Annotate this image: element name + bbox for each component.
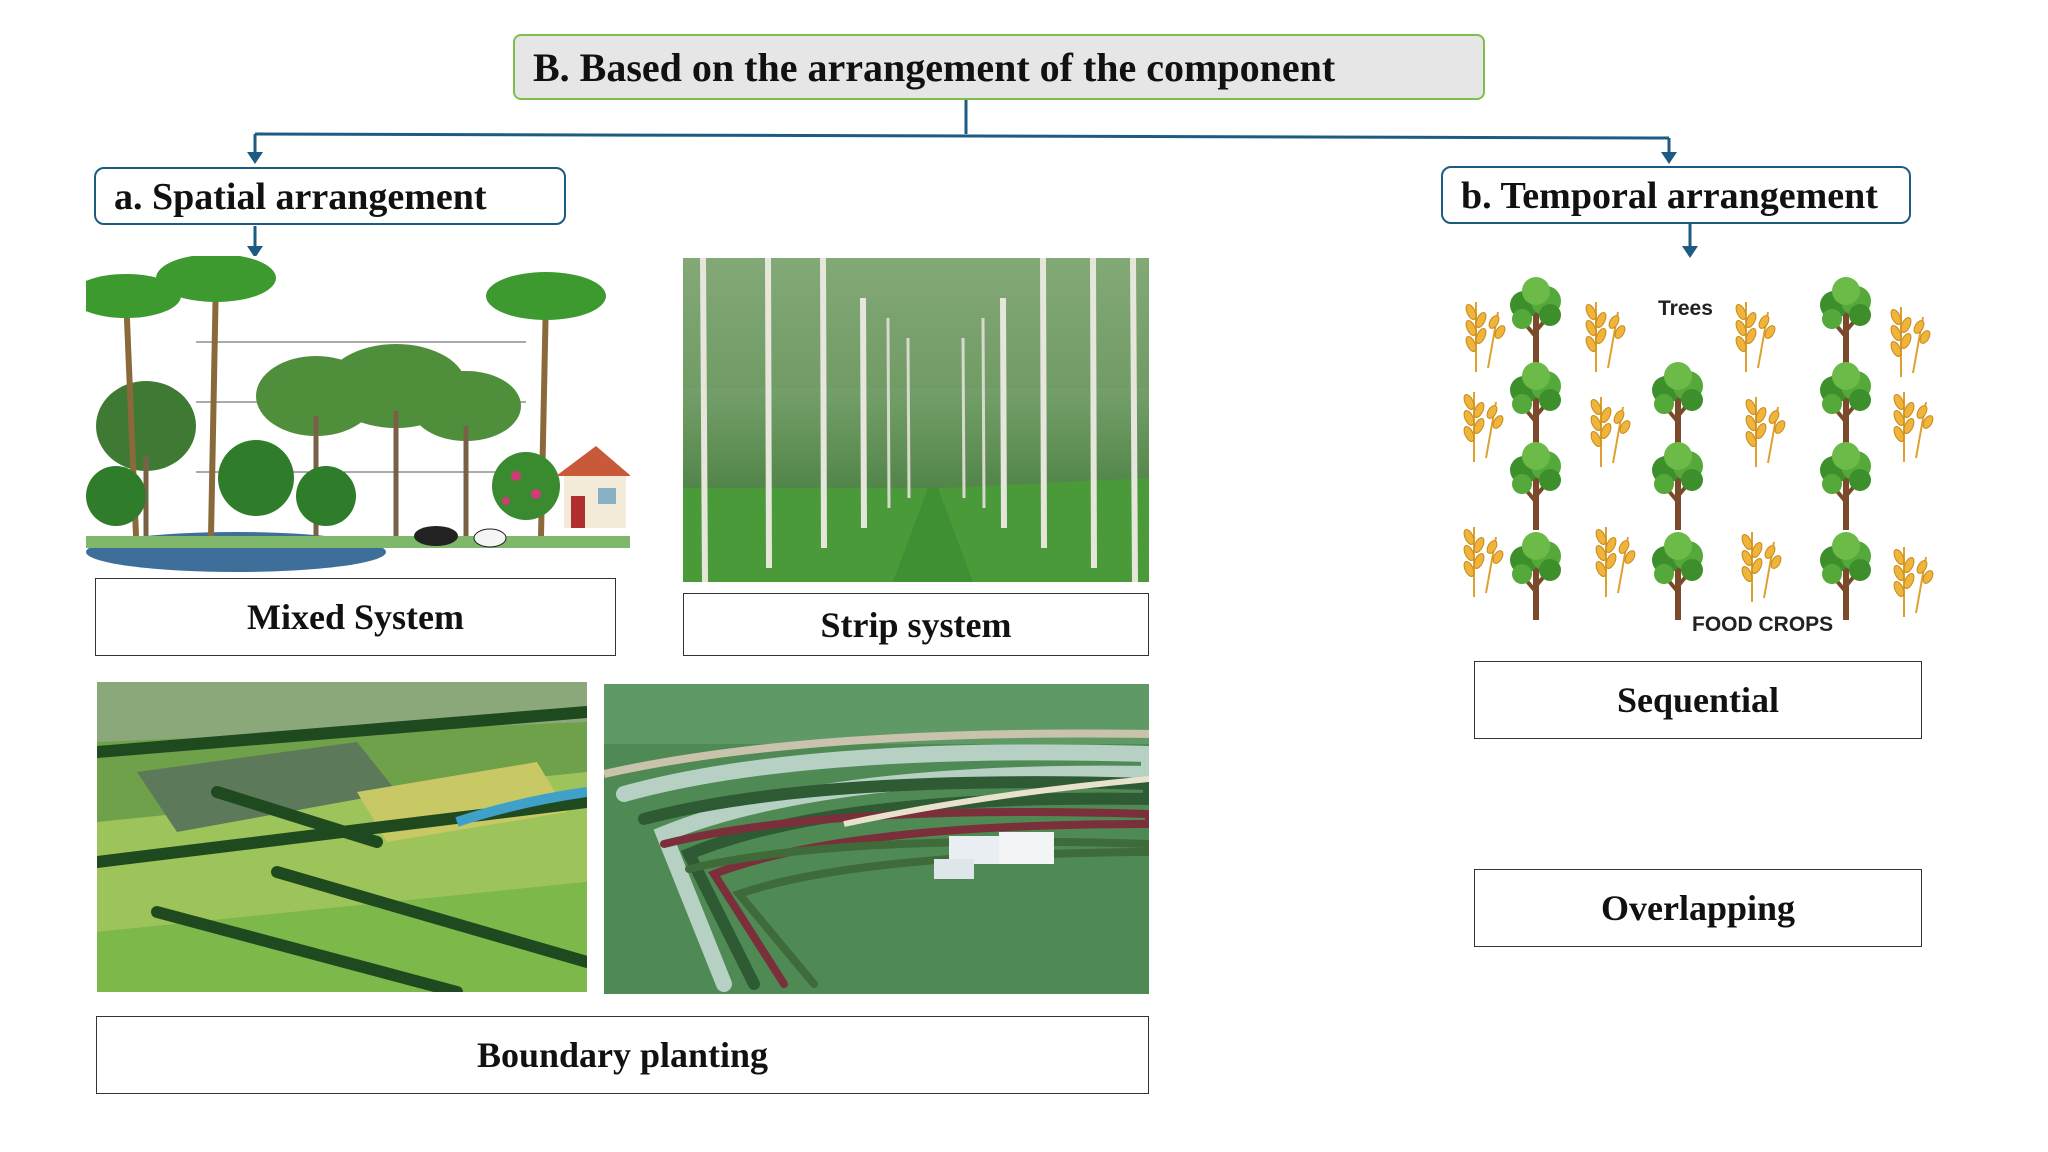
overlapping-label: Overlapping (1474, 869, 1922, 947)
page-title: B. Based on the arrangement of the compo… (513, 34, 1485, 100)
boundary-planting-label: Boundary planting (96, 1016, 1149, 1094)
strip-system-image (683, 258, 1149, 582)
spatial-arrangement-heading: a. Spatial arrangement (94, 167, 566, 225)
trees-and-crops-diagram: Trees FOOD CROPS (1446, 262, 1946, 642)
mixed-system-image (86, 256, 630, 572)
boundary-planting-image-fields (97, 682, 587, 992)
trees-diagram-label: Trees (1658, 297, 1713, 320)
sequential-label: Sequential (1474, 661, 1922, 739)
strip-system-label: Strip system (683, 593, 1149, 656)
boundary-planting-image-farmstead (604, 684, 1149, 994)
mixed-system-label: Mixed System (95, 578, 616, 656)
temporal-arrangement-heading: b. Temporal arrangement (1441, 166, 1911, 224)
food-crops-diagram-label: FOOD CROPS (1692, 613, 1833, 636)
